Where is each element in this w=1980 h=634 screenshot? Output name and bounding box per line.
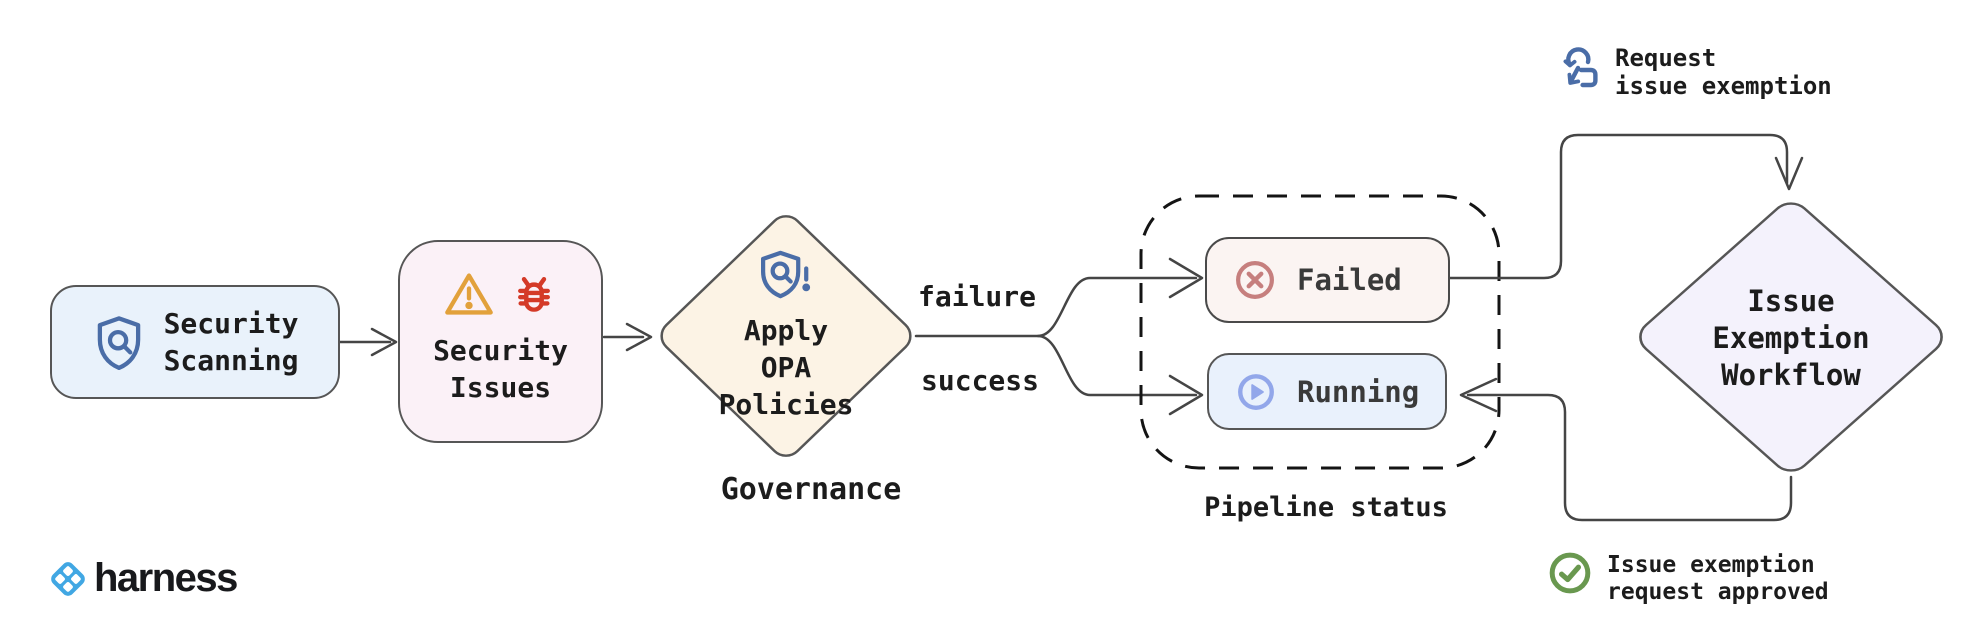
check-circle-icon [1547,550,1593,596]
warning-triangle-icon [443,270,495,318]
arrowhead-into-running [1168,374,1204,416]
harness-logo: harness [48,556,238,601]
hand-tap-icon [1559,46,1603,98]
failed-label: Failed [1297,263,1402,297]
arrowhead-back-into-running [1459,377,1498,413]
pipeline-status-group-border [1139,194,1501,470]
arrowhead-into-exemption [1774,156,1804,191]
running-status-node: Running [1207,353,1447,430]
failed-status-node: Failed [1205,237,1450,323]
failed-circle-x-icon [1233,258,1277,302]
governance-caption: Governance [720,472,902,507]
security-scan-shield-icon [92,311,146,373]
failure-edge-label: failure [918,280,1037,313]
pipeline-status-caption: Pipeline status [1204,492,1448,523]
edge-failed-to-exemption [1448,133,1789,280]
request-exemption-annotation: Request issue exemption [1559,44,1832,100]
harness-logo-icon [48,559,88,599]
edge-exemption-to-running [1466,393,1793,522]
approved-annotation: Issue exemption request approved [1547,550,1829,606]
opa-diamond-shape [660,215,912,457]
exemption-diamond-shape [1639,202,1943,472]
request-exemption-text: Request issue exemption [1615,44,1832,100]
issue-icons-row [443,270,559,318]
security-issues-label: Security Issues [433,334,568,404]
edge-opa-success-branch [1036,334,1198,397]
running-play-icon [1235,371,1277,413]
arrowhead-into-opa [625,322,653,352]
security-scanning-node: Security Scanning [50,285,340,399]
bug-icon [509,270,559,318]
security-scanning-label: Security Scanning [163,307,299,377]
arrowhead-into-issues [370,327,398,357]
running-label: Running [1297,374,1420,409]
security-issues-node: Security Issues [398,240,603,443]
approved-text: Issue exemption request approved [1607,552,1829,605]
success-edge-label: success [921,364,1040,397]
arrowhead-into-failed [1168,257,1204,299]
harness-wordmark: harness [94,556,238,600]
